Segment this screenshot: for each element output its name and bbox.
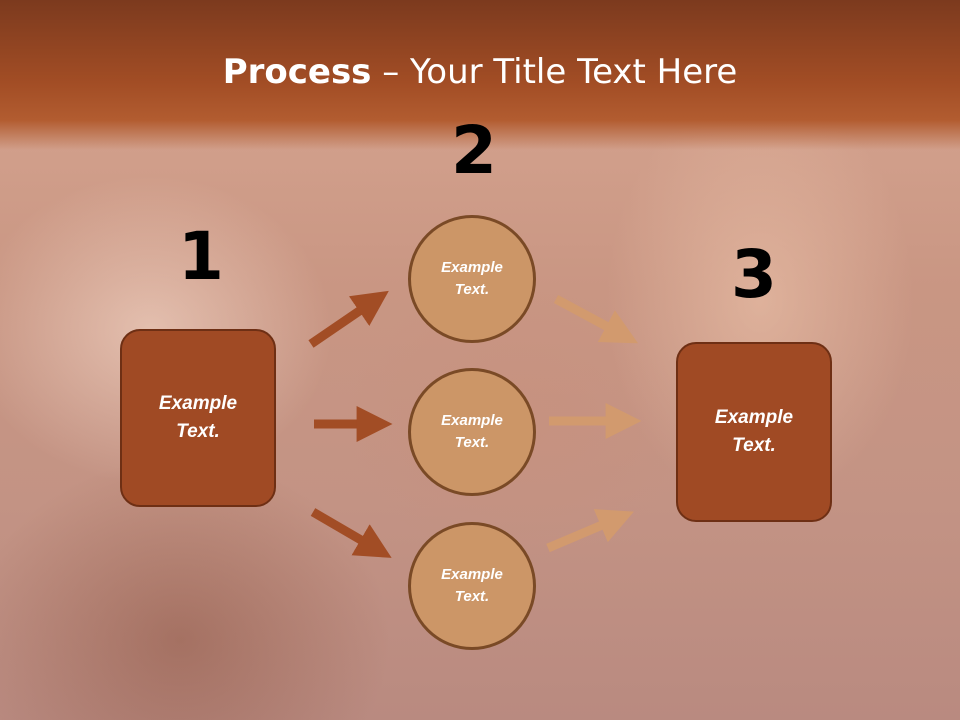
title-rest: – Your Title Text Here xyxy=(371,52,738,92)
circle-bottom-line2: Text. xyxy=(454,588,490,605)
step-number-2: 2 xyxy=(451,112,497,189)
circle-middle-line2: Text. xyxy=(454,434,490,451)
step-3-line2: Text. xyxy=(732,435,776,456)
step-1-line2: Text. xyxy=(176,421,220,442)
step-number-1: 1 xyxy=(178,218,224,295)
arrow-top-to-3 xyxy=(553,295,639,344)
title-bold: Process xyxy=(222,52,372,92)
circle-top-line2: Text. xyxy=(454,281,490,298)
step-1-line1: Example xyxy=(158,392,238,414)
arrow-bottom-to-3 xyxy=(546,509,634,553)
step-number-3: 3 xyxy=(731,236,777,313)
slide-title: Process – Your Title Text Here xyxy=(0,52,960,92)
title-bar xyxy=(0,0,960,150)
arrow-1-to-top xyxy=(308,290,389,348)
step-3-line1: Example xyxy=(714,406,794,428)
arrow-1-to-bottom xyxy=(310,508,392,558)
circle-bottom-line1: Example xyxy=(441,565,503,583)
circle-middle-line1: Example xyxy=(441,411,503,429)
circle-top-line1: Example xyxy=(441,258,503,276)
